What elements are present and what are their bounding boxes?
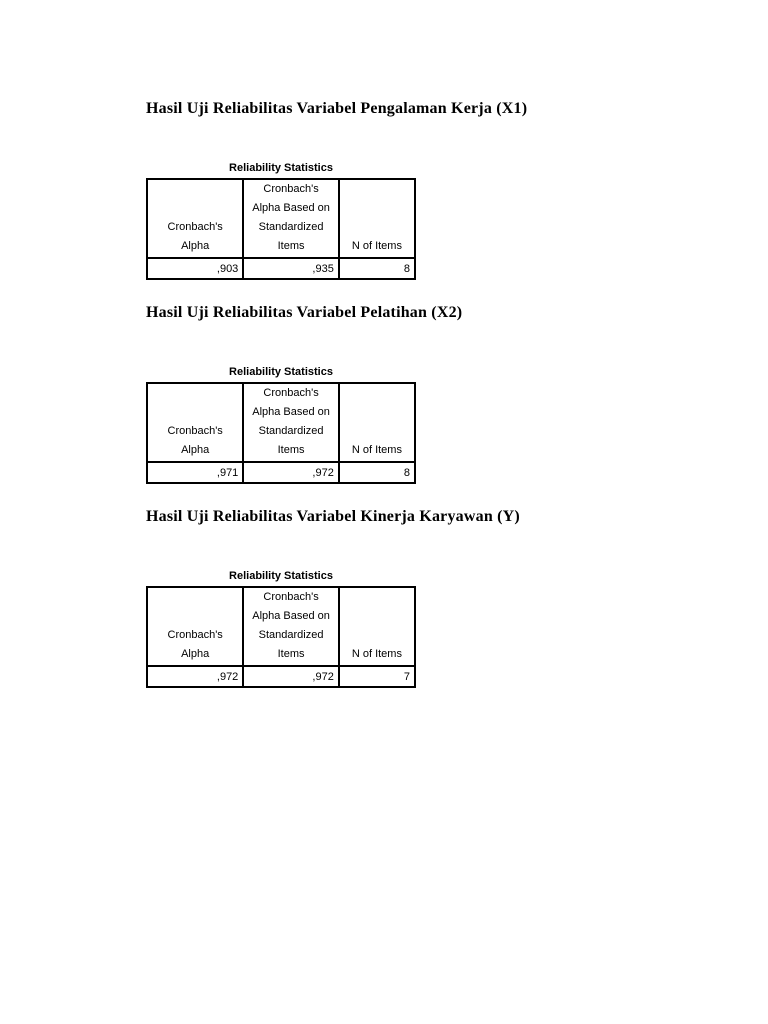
- value-alpha-standardized: ,935: [242, 257, 340, 280]
- section-heading: Hasil Uji Reliabilitas Variabel Kinerja …: [146, 508, 520, 525]
- col-header-n-of-items: N of Items: [337, 586, 417, 667]
- spss-reliability-table-x1: Reliability Statistics Cronbach's Alpha …: [145, 162, 417, 280]
- table-title: Reliability Statistics: [229, 366, 333, 378]
- col-header-cronbachs-alpha: Cronbach's Alpha: [145, 382, 245, 463]
- table-header-row: Cronbach's Alpha Cronbach's Alpha Based …: [145, 586, 417, 667]
- col-header-cronbachs-alpha: Cronbach's Alpha: [145, 178, 245, 259]
- col-header-n-of-items: N of Items: [337, 382, 417, 463]
- table-title: Reliability Statistics: [229, 162, 333, 174]
- col-header-alpha-standardized-items: Cronbach's Alpha Based on Standardized I…: [242, 586, 340, 667]
- table-data-row: ,903 ,935 8: [145, 257, 417, 280]
- reliability-statistics-table: Cronbach's Alpha Cronbach's Alpha Based …: [145, 178, 417, 280]
- spss-reliability-table-y: Reliability Statistics Cronbach's Alpha …: [145, 570, 417, 688]
- value-alpha-standardized: ,972: [242, 461, 340, 484]
- reliability-statistics-table: Cronbach's Alpha Cronbach's Alpha Based …: [145, 382, 417, 484]
- section-heading: Hasil Uji Reliabilitas Variabel Pelatiha…: [146, 304, 463, 321]
- section-pelatihan-x2: Hasil Uji Reliabilitas Variabel Pelatiha…: [145, 304, 768, 484]
- table-header-row: Cronbach's Alpha Cronbach's Alpha Based …: [145, 382, 417, 463]
- value-alpha-standardized: ,972: [242, 665, 340, 688]
- value-cronbachs-alpha: ,972: [145, 665, 245, 688]
- col-header-cronbachs-alpha: Cronbach's Alpha: [145, 586, 245, 667]
- section-kinerja-karyawan-y: Hasil Uji Reliabilitas Variabel Kinerja …: [145, 508, 768, 688]
- section-pengalaman-kerja-x1: Hasil Uji Reliabilitas Variabel Pengalam…: [145, 100, 768, 280]
- reliability-statistics-table: Cronbach's Alpha Cronbach's Alpha Based …: [145, 586, 417, 688]
- col-header-alpha-standardized-items: Cronbach's Alpha Based on Standardized I…: [242, 178, 340, 259]
- value-n-of-items: 8: [337, 257, 417, 280]
- value-cronbachs-alpha: ,971: [145, 461, 245, 484]
- value-n-of-items: 7: [337, 665, 417, 688]
- col-header-alpha-standardized-items: Cronbach's Alpha Based on Standardized I…: [242, 382, 340, 463]
- table-data-row: ,971 ,972 8: [145, 461, 417, 484]
- table-data-row: ,972 ,972 7: [145, 665, 417, 688]
- value-n-of-items: 8: [337, 461, 417, 484]
- col-header-n-of-items: N of Items: [337, 178, 417, 259]
- table-header-row: Cronbach's Alpha Cronbach's Alpha Based …: [145, 178, 417, 259]
- table-title: Reliability Statistics: [229, 570, 333, 582]
- value-cronbachs-alpha: ,903: [145, 257, 245, 280]
- section-heading: Hasil Uji Reliabilitas Variabel Pengalam…: [146, 100, 528, 117]
- spss-reliability-table-x2: Reliability Statistics Cronbach's Alpha …: [145, 366, 417, 484]
